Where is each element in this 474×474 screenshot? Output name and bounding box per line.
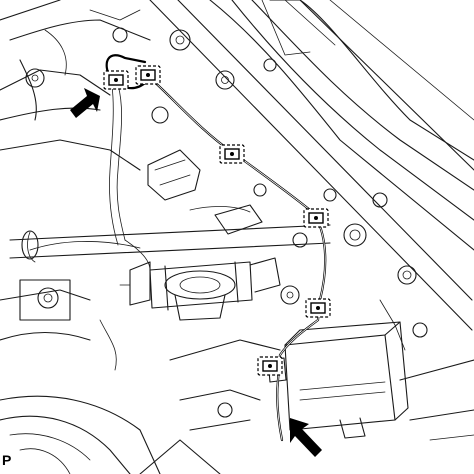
- arrow-indicator: [290, 418, 322, 457]
- wire-harness: [29, 54, 406, 442]
- arrow-indicator: [70, 88, 100, 118]
- clamp: [303, 208, 329, 228]
- clamp: [305, 298, 331, 318]
- clamp: [257, 356, 283, 376]
- components: [119, 149, 409, 439]
- figure-code: P: [2, 452, 12, 468]
- clamp: [135, 65, 161, 85]
- clamp: [219, 144, 245, 164]
- clamp: [103, 70, 129, 90]
